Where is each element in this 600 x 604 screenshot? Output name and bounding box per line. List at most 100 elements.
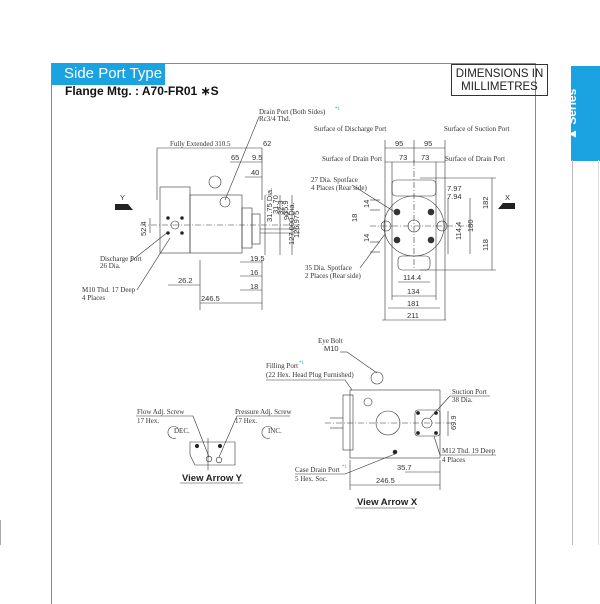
dim-90: 90: [282, 212, 291, 220]
section-title: Side Port Type: [52, 63, 165, 85]
side-thread-places: 4 Places: [82, 294, 105, 302]
dim-31-75: 31.75 Dia.: [265, 188, 274, 222]
dim-134: 134: [407, 287, 420, 296]
view-arrow-x-title: View Arrow X: [357, 497, 418, 508]
top-thread-label: M12 Thd. 19 Deep: [442, 447, 496, 455]
dim-18-front: 18: [350, 214, 359, 222]
eye-bolt-icon: [208, 175, 222, 189]
dim-118: 118: [481, 239, 490, 251]
dim-52-4: 52.4: [139, 221, 148, 236]
dim-246-5-side: 246.5: [201, 294, 220, 303]
flow-adj-label: Flow Adj. Screw: [137, 408, 185, 416]
suction-port-label: Suction Port: [452, 388, 487, 396]
drain-port-note: *1: [335, 107, 341, 112]
arrow-x-label: X: [505, 193, 510, 202]
dim-181: 181: [407, 299, 420, 308]
pump-end-cover: [159, 186, 191, 254]
dim-65: 65: [231, 153, 239, 162]
dim-246-5-top: 246.5: [376, 476, 395, 485]
pressure-adj-direction: INC.: [268, 427, 282, 435]
arrow-x-icon: [498, 203, 515, 209]
pressure-adj-hex: 17 Hex.: [235, 417, 257, 425]
filling-port-plug: (22 Hex. Head Plug Furnished): [266, 371, 354, 379]
dimensions-units-box: DIMENSIONS IN MILLIMETRES: [451, 64, 548, 96]
dec-rotation-icon: [167, 426, 179, 439]
dim-69-9: 69.9: [449, 415, 458, 430]
dim-73-left: 73: [399, 153, 407, 162]
dim-211: 211: [407, 311, 419, 320]
flow-adj-direction: DEC.: [174, 427, 190, 435]
dim-26-2: 26.2: [178, 276, 193, 285]
page-frame: [51, 63, 536, 604]
dim-180: 180: [466, 219, 475, 232]
drain-port-label: Drain Port (Both Sides): [259, 108, 326, 116]
tab-edge: [572, 160, 573, 545]
eye-bolt-top-icon: [370, 371, 384, 385]
spotface-27-places: 4 Places (Rear side): [311, 184, 367, 192]
dim-9-5: 9.5: [252, 153, 262, 162]
filling-port-note: *1: [299, 361, 305, 366]
flange-model-label: Flange Mtg. : A70-FR01 ∗S: [65, 84, 219, 98]
dim-7-94: 7.94: [447, 192, 462, 201]
dimensions-line2: MILLIMETRES: [461, 81, 538, 93]
series-side-tab[interactable]: [571, 66, 600, 161]
dim-114-4-vertical: 114.4: [454, 222, 463, 240]
surface-suction-label: Surface of Suction Port: [444, 125, 510, 133]
dim-14-top: 14: [362, 200, 371, 208]
flow-adj-hex: 17 Hex.: [137, 417, 159, 425]
drain-port-thread: Rc3/4 Thd.: [259, 115, 291, 123]
pump-flange: [241, 207, 253, 249]
filling-port-label: Filling Port: [266, 362, 298, 370]
dim-114-4-horizontal: 114.4: [403, 273, 421, 282]
dim-31-70: 31.70: [271, 195, 280, 214]
tab-edge-outer: [598, 160, 599, 545]
dim-35-9: 35.9: [281, 200, 290, 215]
case-drain-soc: 5 Hex. Soc.: [295, 475, 328, 483]
suction-port-dia: 38 Dia.: [452, 396, 473, 404]
spotface-27-label: 27 Dia. Spotface: [311, 176, 358, 184]
top-thread-places: 4 Places: [442, 456, 465, 464]
surface-drain-left-label: Surface of Drain Port: [322, 155, 382, 163]
pump-shaft-collar: [251, 213, 261, 245]
pump-top-body: [349, 389, 441, 459]
eye-bolt-thread: M10: [324, 344, 339, 353]
inc-rotation-icon: [261, 426, 273, 439]
dim-40: 40: [251, 168, 259, 177]
flow-adj-screw-icon: [205, 455, 213, 463]
dim-19-5: 19.5: [250, 254, 265, 263]
dimensions-line1: DIMENSIONS IN: [455, 68, 544, 80]
dim-32-3: 32.3: [276, 200, 285, 215]
front-view-drawing: [351, 140, 515, 321]
fully-extended-dim: Fully Extended 310.5: [170, 140, 231, 148]
view-arrow-y-title: View Arrow Y: [182, 473, 243, 484]
page-edge: [0, 520, 1, 545]
dim-95-right: 95: [424, 139, 432, 148]
dim-182: 182: [481, 196, 490, 209]
dim-16: 16: [250, 268, 258, 277]
spotface-35-places: 2 Places (Rear side): [305, 272, 361, 280]
eye-bolt-label: Eye Bolt: [318, 337, 343, 345]
dim-126-975: 126.975: [292, 211, 301, 238]
view-arrow-x-drawing: [266, 351, 496, 509]
side-view-drawing: [115, 116, 300, 310]
view-arrow-y-drawing: [136, 415, 290, 484]
dim-14-bottom: 14: [362, 234, 371, 242]
surface-drain-right-label: Surface of Drain Port: [445, 155, 505, 163]
dim-7-97: 7.97: [447, 184, 462, 193]
dim-95-left: 95: [395, 139, 403, 148]
dim-127: 127.000 Dia.: [287, 202, 296, 245]
pressure-adj-label: Pressure Adj. Screw: [235, 408, 293, 416]
dim-35-7: 35.7: [397, 463, 412, 472]
pump-body: [189, 194, 243, 254]
case-drain-note: *1: [342, 465, 348, 470]
case-drain-label: Case Drain Port: [295, 466, 340, 474]
dim-73-right: 73: [421, 153, 429, 162]
side-thread-label: M10 Thd. 17 Deep: [82, 286, 136, 294]
spotface-35-label: 35 Dia. Spotface: [305, 264, 352, 272]
discharge-port-dia: 26 Dia.: [100, 262, 121, 270]
dim-62: 62: [263, 139, 271, 148]
dim-18: 18: [250, 282, 258, 291]
arrow-y-label: Y: [120, 193, 125, 202]
pressure-adj-screw-icon: [215, 456, 223, 464]
